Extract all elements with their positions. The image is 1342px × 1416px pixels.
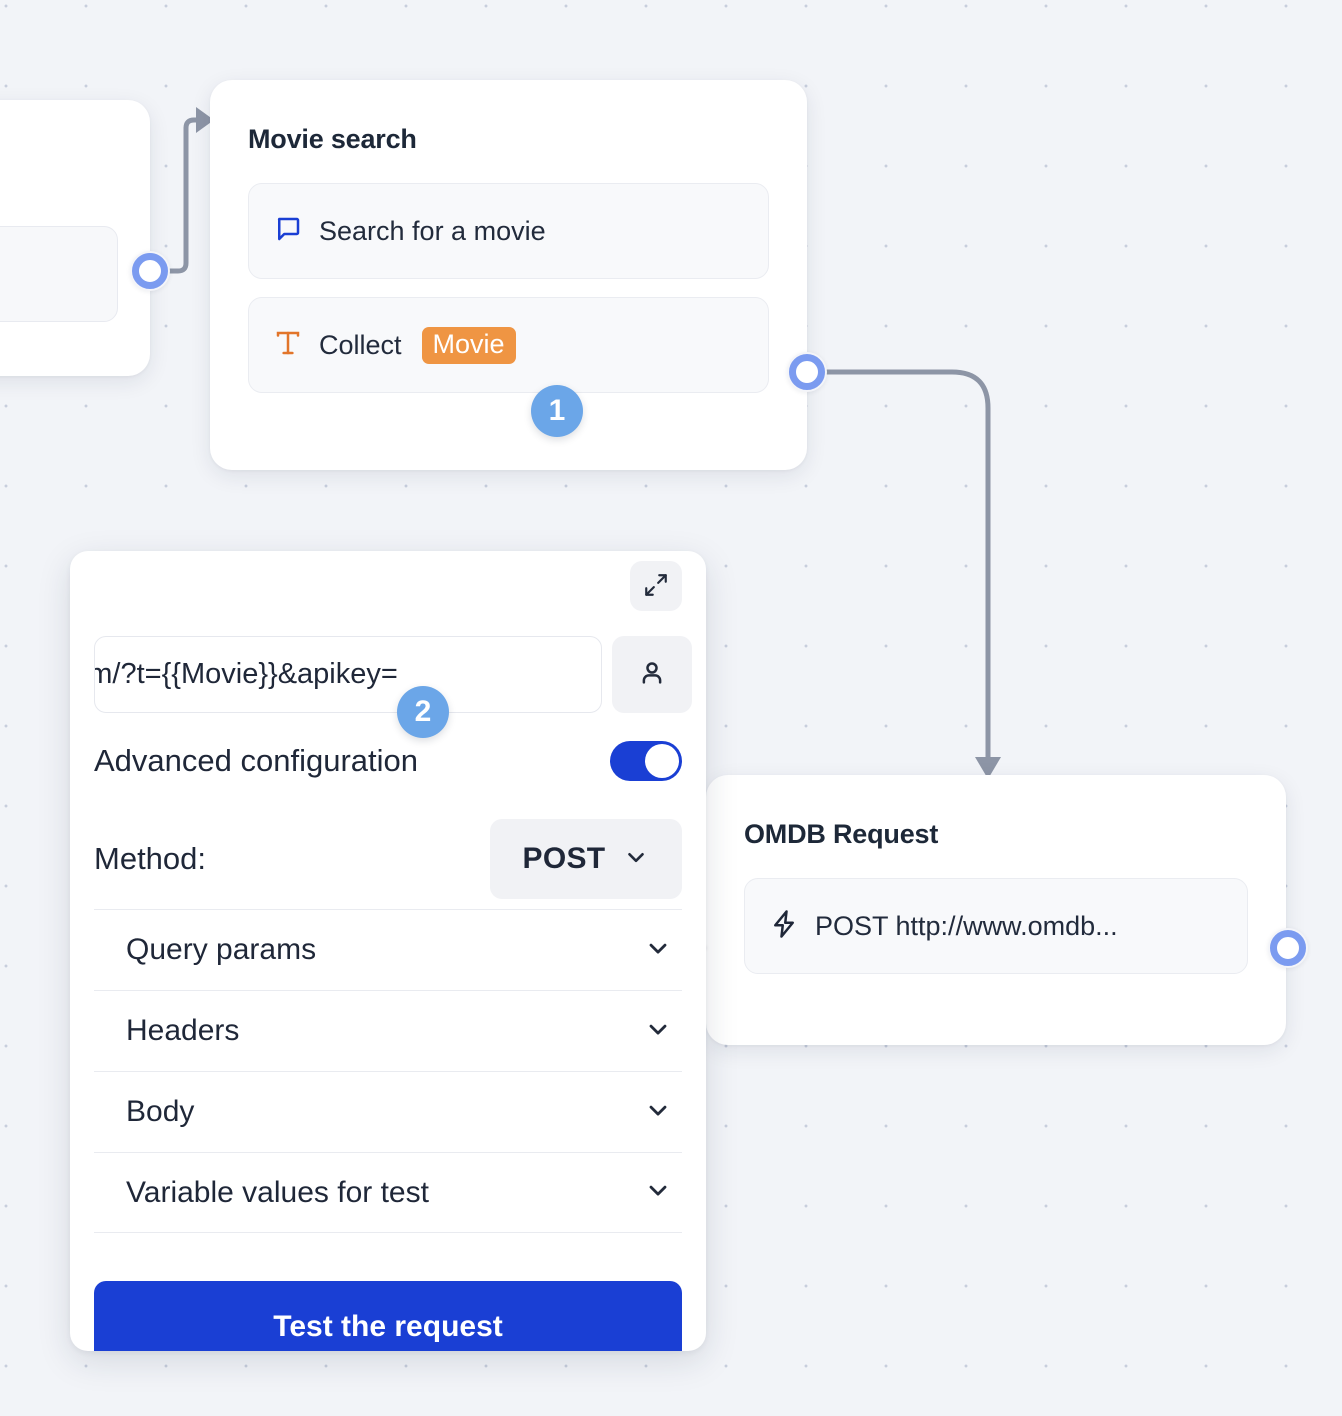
- accordion-label-variable-values: Variable values for test: [126, 1175, 429, 1209]
- chevron-down-icon[interactable]: [644, 1096, 672, 1129]
- url-input-value: pi.com/?t={{Movie}}&apikey=: [95, 658, 398, 690]
- slot-label-search: Search for a movie: [319, 215, 546, 246]
- method-row: Method: POST: [94, 819, 682, 899]
- person-icon: [637, 658, 667, 691]
- url-user-button[interactable]: [612, 636, 692, 713]
- slot-label-omdb-post: POST http://www.omdb...: [815, 910, 1118, 941]
- url-row: pi.com/?t={{Movie}}&apikey=: [94, 636, 692, 713]
- accordion-item-query-params[interactable]: Query params: [94, 909, 682, 990]
- lightning-bolt-icon: [769, 909, 799, 944]
- text-t-icon: [273, 328, 303, 363]
- accordion-label-body: Body: [126, 1095, 195, 1128]
- slot-collect-movie[interactable]: Collect Movie: [248, 297, 769, 393]
- omdb-request-title: OMDB Request: [744, 819, 939, 849]
- config-accordion: Query params Headers Body: [94, 909, 682, 1233]
- previous-node-card[interactable]: [0, 100, 150, 376]
- slot-search-for-a-movie[interactable]: Search for a movie: [248, 183, 769, 279]
- omdb-request-node-card[interactable]: OMDB Request POST http://www.omdb...: [691, 775, 1286, 1045]
- port-previous-output[interactable]: [130, 251, 170, 291]
- chevron-down-icon[interactable]: [644, 934, 672, 967]
- previous-node-slot[interactable]: [0, 226, 118, 322]
- test-the-request-button[interactable]: Test the request: [94, 1281, 682, 1351]
- request-config-panel[interactable]: pi.com/?t={{Movie}}&apikey= Advanced con…: [70, 551, 706, 1351]
- advanced-configuration-row: Advanced configuration: [94, 741, 682, 781]
- chevron-down-icon: [623, 844, 649, 875]
- url-input[interactable]: pi.com/?t={{Movie}}&apikey=: [94, 636, 602, 713]
- accordion-label-query-params: Query params: [126, 933, 317, 966]
- advanced-configuration-toggle[interactable]: [610, 741, 682, 781]
- advanced-configuration-label: Advanced configuration: [94, 743, 419, 778]
- slot-omdb-post-request[interactable]: POST http://www.omdb...: [744, 878, 1248, 974]
- toggle-knob: [645, 744, 679, 778]
- accordion-item-headers[interactable]: Headers: [94, 990, 682, 1071]
- step-badge-1: 1: [531, 385, 583, 437]
- accordion-label-headers: Headers: [126, 1014, 240, 1047]
- step-badge-2: 2: [397, 686, 449, 738]
- chevron-down-icon[interactable]: [644, 1176, 672, 1209]
- expand-panel-button[interactable]: [630, 561, 682, 611]
- method-value: POST: [522, 842, 606, 875]
- method-select[interactable]: POST: [490, 819, 682, 899]
- port-movie-search-output[interactable]: [787, 352, 827, 392]
- chevron-down-icon[interactable]: [644, 1015, 672, 1048]
- port-omdb-request-output[interactable]: [1268, 928, 1308, 968]
- accordion-item-variable-values[interactable]: Variable values for test: [94, 1152, 682, 1233]
- movie-search-node-card[interactable]: Movie search Search for a movie Collect …: [210, 80, 807, 470]
- variable-chip-movie[interactable]: Movie: [421, 326, 516, 364]
- movie-search-title: Movie search: [248, 124, 417, 154]
- expand-arrows-icon: [643, 572, 669, 601]
- chat-bubble-icon: [273, 214, 303, 249]
- slot-label-collect: Collect: [319, 329, 402, 360]
- method-label: Method:: [94, 841, 207, 876]
- accordion-item-body[interactable]: Body: [94, 1071, 682, 1152]
